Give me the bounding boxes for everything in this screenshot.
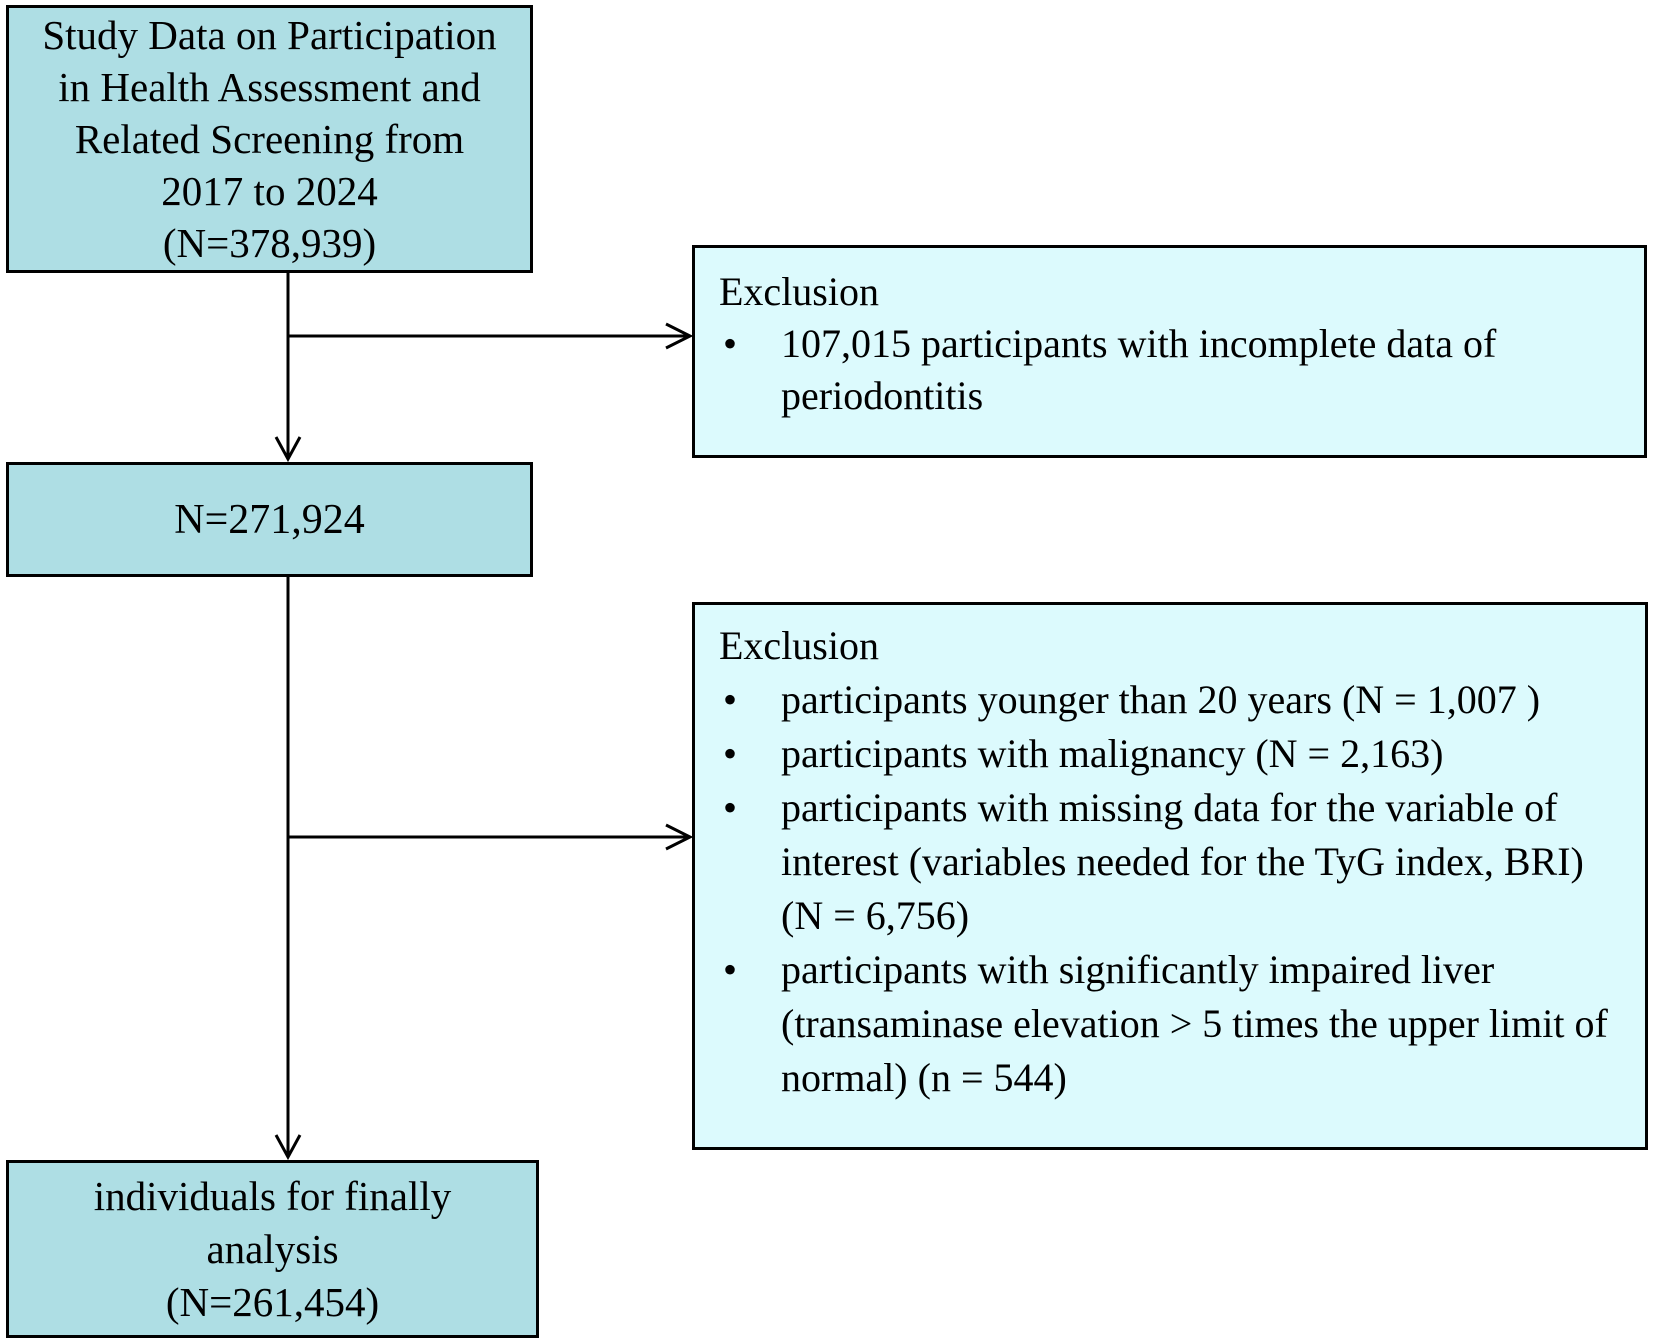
flow-box-final-analysis: individuals for finally analysis (N=261,45…	[6, 1160, 539, 1338]
box-text-line: in Health Assessment and	[58, 64, 481, 110]
exclusion-bullet-item: • participants with malignancy (N = 2,163…	[719, 727, 1625, 781]
flow-box-study-data: Study Data on Participation in Health Ass…	[6, 5, 533, 273]
bullet-text: 107,015 participants with incomplete dat…	[781, 321, 1497, 418]
arrowhead-right-exclusion1-icon	[665, 322, 694, 350]
flow-box-exclusion-2: Exclusion • participants younger than 20 …	[692, 602, 1648, 1150]
arrowhead-down-box2-icon	[274, 436, 302, 463]
flow-box-exclusion-1: Exclusion • 107,015 participants with inc…	[692, 245, 1647, 458]
exclusion-heading: Exclusion	[719, 269, 879, 314]
arrowhead-right-exclusion2-icon	[665, 823, 694, 851]
box-text-line: individuals for finally	[93, 1172, 452, 1219]
box-text-line: analysis	[206, 1225, 339, 1272]
exclusion-bullet-list: • participants younger than 20 years (N =…	[719, 673, 1625, 1105]
arrowhead-down-box3-icon	[274, 1134, 302, 1161]
bullet-text: participants with missing data for the v…	[781, 785, 1584, 938]
exclusion-bullet-item: • participants with missing data for the …	[719, 781, 1625, 943]
bullet-icon: •	[723, 321, 738, 366]
bullet-text: participants with malignancy (N = 2,163)	[781, 731, 1444, 776]
bullet-icon: •	[723, 731, 738, 776]
bullet-icon: •	[723, 947, 738, 992]
flow-box-n-271924: N=271,924	[6, 462, 533, 577]
exclusion-bullet-item: • 107,015 participants with incomplete da…	[719, 318, 1624, 422]
box-text-line: (N=261,454)	[165, 1278, 380, 1325]
box-text-line: (N=378,939)	[162, 220, 377, 266]
bullet-text: participants with significantly impaired…	[781, 947, 1608, 1100]
bullet-icon: •	[723, 677, 738, 722]
box-text-line: 2017 to 2024	[161, 168, 378, 214]
bullet-text: participants younger than 20 years (N = …	[781, 677, 1541, 722]
box-text-line: Related Screening from	[74, 116, 465, 162]
box-text-line: Study Data on Participation	[42, 12, 497, 58]
exclusion-bullet-list: • 107,015 participants with incomplete da…	[719, 318, 1624, 422]
box-label: N=271,924	[174, 496, 365, 543]
exclusion-heading: Exclusion	[719, 623, 879, 668]
exclusion-bullet-item: • participants with significantly impaire…	[719, 943, 1625, 1105]
bullet-icon: •	[723, 785, 738, 830]
exclusion-bullet-item: • participants younger than 20 years (N =…	[719, 673, 1625, 727]
